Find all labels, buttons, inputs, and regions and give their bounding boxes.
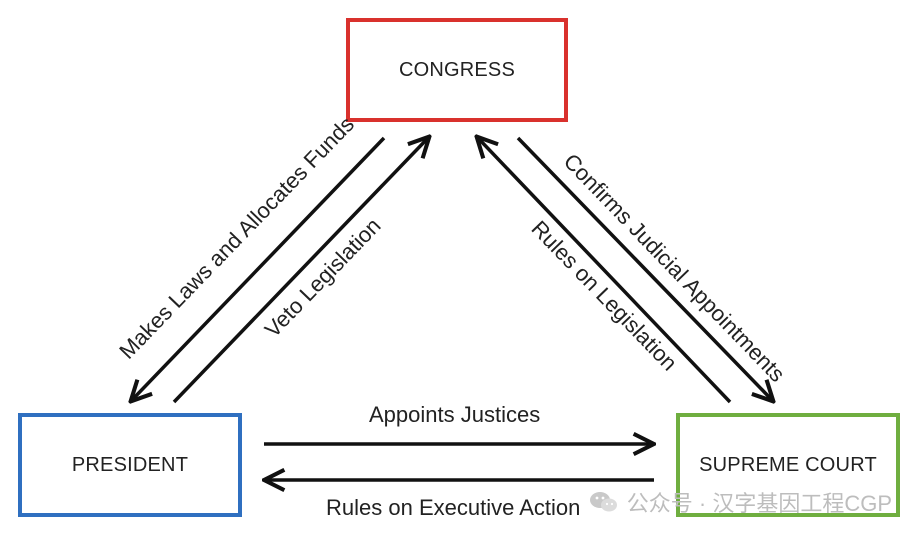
arrow-confirms — [516, 136, 772, 400]
arrow-rules-legislation — [478, 138, 732, 404]
congress-box: CONGRESS — [346, 18, 568, 122]
supreme-court-label: SUPREME COURT — [699, 453, 877, 476]
wechat-icon — [589, 492, 617, 512]
president-label: PRESIDENT — [71, 453, 189, 476]
congress-label: CONGRESS — [398, 58, 516, 81]
label-rules-executive: Rules on Executive Action — [326, 495, 581, 520]
label-appoints: Appoints Justices — [369, 402, 541, 427]
watermark: 公众号 · 汉字基因工程CGP — [589, 486, 892, 518]
arrow-veto — [172, 138, 428, 404]
president-box: PRESIDENT — [18, 413, 242, 517]
arrow-makes-laws — [132, 136, 386, 400]
supreme-court-box: SUPREME COURT — [676, 413, 900, 517]
watermark-text: 公众号 · 汉字基因工程CGP — [626, 491, 892, 516]
